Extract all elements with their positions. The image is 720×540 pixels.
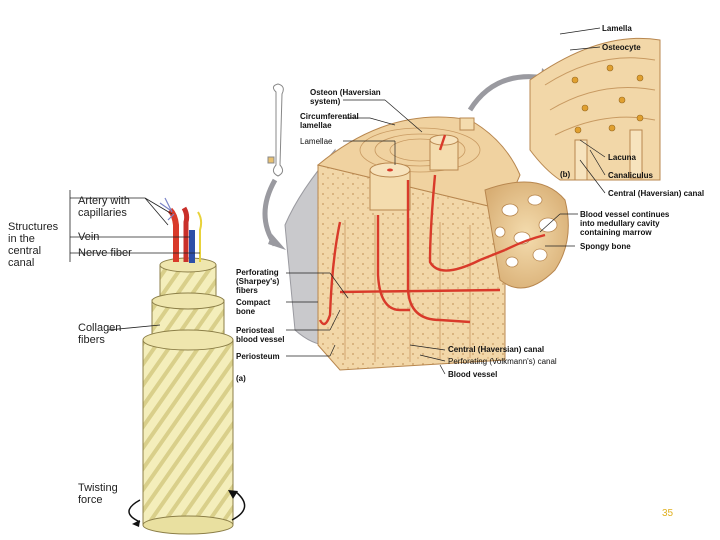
collagen-column [142, 257, 234, 535]
bone-blood-vessels [318, 134, 546, 326]
vein-shape [189, 230, 195, 263]
zoom-arrow-left [262, 178, 278, 247]
main-leader-lines [286, 27, 606, 375]
osteon-cylinders [369, 117, 475, 211]
label-perforating-fibers: Perforating (Sharpey's) fibers [236, 268, 280, 295]
label-artery: Artery with capillaries [78, 195, 130, 219]
label-marrow-vessel: Blood vessel continues into medullary ca… [580, 210, 670, 237]
label-osteocyte: Osteocyte [602, 43, 641, 52]
left-leader-lines [69, 190, 200, 331]
nerve-shape [197, 211, 203, 262]
label-lamellae: Lamellae [300, 137, 333, 146]
label-vein: Vein [78, 231, 100, 243]
label-panel-b: (b) [560, 170, 571, 179]
label-periosteum: Periosteum [236, 352, 280, 361]
label-spongy-bone: Spongy bone [580, 242, 631, 251]
osteon-inset [529, 37, 661, 181]
spongy-bone [484, 181, 569, 289]
label-blood-vessel: Blood vessel [448, 370, 498, 379]
label-perforating-canal: Perforating (Volkmann's) canal [448, 357, 557, 366]
long-bone-icon [267, 83, 284, 177]
label-osteon: Osteon (Haversian system) [310, 88, 381, 106]
label-collagen-fibers: Collagen fibers [78, 322, 122, 346]
label-circumferential-lamellae: Circumferential lamellae [300, 112, 359, 130]
label-central-canal: Central (Haversian) canal [448, 345, 545, 354]
central-canal-contents [159, 197, 203, 263]
twisting-force-arrows [128, 490, 246, 527]
label-compact-bone: Compact bone [236, 298, 271, 316]
label-structures: Structures in the central canal [8, 221, 59, 269]
label-inset-central-canal: Central (Haversian) canal [608, 189, 705, 198]
osteocyte-cells [571, 64, 644, 134]
label-twisting-force: Twisting force [78, 482, 118, 506]
label-canaliculus: Canaliculus [608, 171, 653, 180]
label-periosteal-vessel: Periosteal blood vessel [236, 326, 285, 344]
label-nerve-fiber: Nerve fiber [78, 247, 132, 259]
page-number: 35 [662, 508, 674, 519]
label-lamella: Lamella [602, 24, 632, 33]
label-lacuna: Lacuna [608, 153, 637, 162]
label-panel-a: (a) [236, 374, 246, 383]
